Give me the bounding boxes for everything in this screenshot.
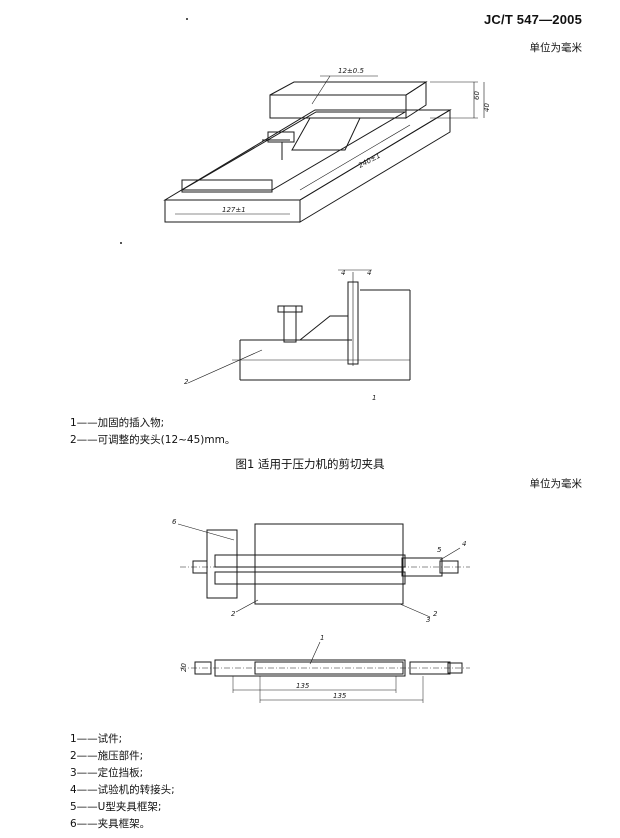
callout-3: 3	[426, 616, 430, 624]
dim-top-width: 12±0.5	[338, 67, 364, 75]
base-plate-top	[163, 109, 452, 201]
callout-4: 4	[462, 540, 466, 548]
legend-item: 1——加固的插入物;	[70, 417, 165, 429]
legend-item: 2——施压部件;	[70, 750, 144, 762]
figure-1-caption: 图1 适用于压力机的剪切夹具	[235, 457, 385, 471]
legend-item: 6——夹具框架。	[70, 818, 151, 830]
legend-item: 1——试件;	[70, 733, 123, 745]
u-frame	[254, 523, 404, 605]
figure-1-legend: 1——加固的插入物; 2——可调整的夹头(12~45)mm。	[70, 415, 235, 449]
dim-height-a: 60	[473, 91, 481, 100]
rail	[180, 111, 407, 191]
dim-135-a: 135	[296, 682, 310, 690]
figure-2-legend: 1——试件; 2——施压部件; 3——定位挡板; 4——试验机的转接头; 5——…	[70, 731, 175, 833]
unit-label-top: 单位为毫米	[529, 42, 583, 54]
callout-1: 1	[372, 394, 376, 402]
callout-1-specimen: 1	[320, 634, 324, 642]
base-plate-side	[299, 109, 451, 223]
callout-4b: 4	[367, 269, 371, 277]
legend-item: 2——可调整的夹头(12~45)mm。	[70, 434, 236, 446]
scan-speck	[120, 242, 122, 244]
standard-code: JC/T 547—2005	[484, 12, 582, 27]
slider	[291, 117, 361, 151]
callout-4a: 4	[341, 269, 345, 277]
legend-item: 4——试验机的转接头;	[70, 784, 175, 796]
callout-5: 5	[437, 546, 442, 554]
scan-speck	[186, 18, 188, 20]
callout-2-right: 2	[433, 610, 438, 618]
legend-item: 3——定位挡板;	[70, 767, 144, 779]
dim-base-width: 127±1	[222, 206, 246, 214]
callout-2-left: 2	[231, 610, 236, 618]
dim-135-b: 135	[333, 692, 347, 700]
dim-left-small: 20	[180, 663, 188, 672]
top-block-top	[269, 81, 428, 96]
unit-label-second: 单位为毫米	[529, 478, 583, 490]
legend-item: 5——U型夹具框架;	[70, 801, 162, 813]
callout-6: 6	[172, 518, 177, 526]
frame-left	[206, 529, 238, 599]
callout-2: 2	[184, 378, 189, 386]
dim-height-b: 40	[483, 103, 491, 112]
top-block-front	[269, 94, 407, 119]
